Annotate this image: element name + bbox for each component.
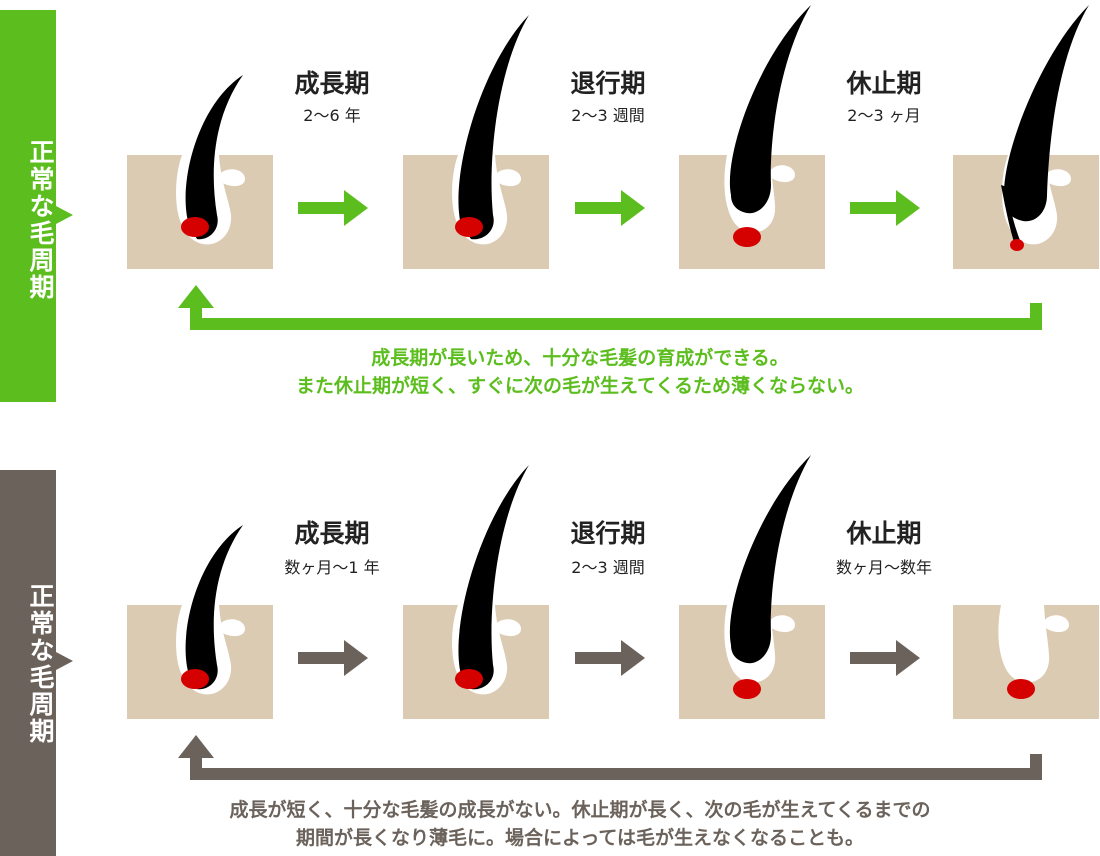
note-line: 成長期が長いため、十分な毛髪の育成ができる。 — [371, 347, 789, 369]
arrow-right-icon — [850, 640, 920, 676]
phase-title-telogen: 休止期 — [846, 69, 922, 98]
section-note-normal: 成長期が長いため、十分な毛髪の育成ができる。 また休止期が短く、すぐに次の毛が生… — [60, 344, 1100, 400]
section-tab-label: 正常な毛周期 — [26, 139, 55, 301]
note-line: また休止期が短く、すぐに次の毛が生えてくるため薄くならない。 — [295, 375, 865, 397]
phase-duration-catagen: 2〜3 週間 — [571, 558, 645, 577]
arrow-right-icon — [850, 190, 920, 226]
phase-duration-catagen: 2〜3 週間 — [571, 106, 645, 125]
arrow-right-icon — [575, 190, 645, 226]
note-line: 期間が長くなり薄毛に。場合によっては毛が生えなくなることも。 — [295, 827, 865, 849]
section-tab-normal: 正常な毛周期 — [0, 10, 73, 402]
phase-duration-anagen: 2〜6 年 — [303, 106, 361, 125]
phase-title-catagen: 退行期 — [570, 519, 646, 548]
return-arrow-icon — [196, 754, 1042, 780]
phase-duration-telogen: 2〜3 ヶ月 — [847, 106, 921, 125]
hair-follicle-icon — [953, 605, 1099, 719]
section-tab-thinning: 正常な毛周期 — [0, 470, 73, 856]
return-arrow-head-icon — [178, 735, 214, 758]
section-tab-label: 正常な毛周期 — [26, 583, 55, 745]
arrow-right-icon — [298, 190, 368, 226]
phase-duration-anagen: 数ヶ月〜1 年 — [284, 558, 380, 577]
hair-follicle-icon — [679, 455, 825, 719]
phase-title-anagen: 成長期 — [294, 69, 370, 98]
return-arrow-icon — [196, 303, 1042, 330]
hair-follicle-icon — [679, 5, 825, 269]
note-line: 成長が短く、十分な毛髪の成長がない。休止期が長く、次の毛が生えてくるまでの — [229, 799, 931, 821]
phase-duration-telogen: 数ヶ月〜数年 — [835, 558, 932, 577]
section-note-thinning: 成長が短く、十分な毛髪の成長がない。休止期が長く、次の毛が生えてくるまでの 期間… — [60, 796, 1100, 852]
hair-follicle-icon — [127, 525, 273, 719]
arrow-right-icon — [575, 640, 645, 676]
phase-title-catagen: 退行期 — [570, 69, 646, 98]
hair-follicle-icon — [403, 465, 549, 719]
hair-follicle-icon — [403, 15, 549, 269]
arrow-right-icon — [298, 640, 368, 676]
return-arrow-head-icon — [178, 285, 214, 308]
hair-follicle-icon — [953, 5, 1099, 269]
hair-follicle-icon — [127, 75, 273, 269]
phase-title-telogen: 休止期 — [846, 519, 922, 548]
phase-title-anagen: 成長期 — [294, 519, 370, 548]
